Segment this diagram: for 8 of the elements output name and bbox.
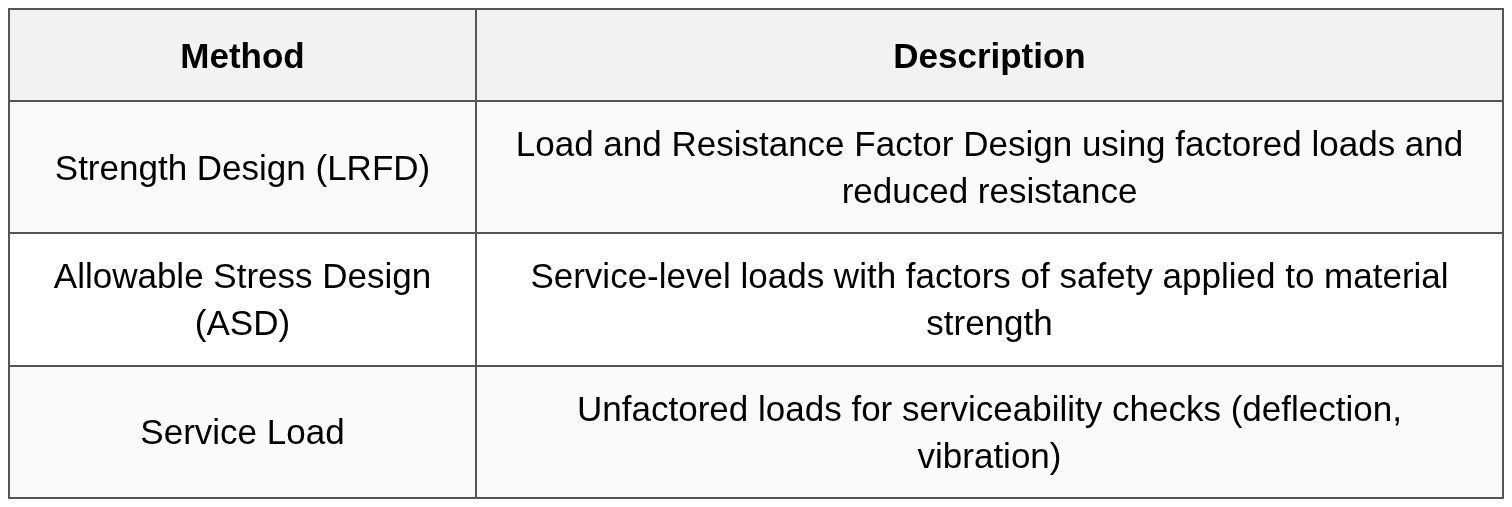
table-cell: Unfactored loads for serviceability checks (deflection, vibration) xyxy=(476,365,1503,498)
header-cell: Description xyxy=(476,9,1503,101)
header-cell: Method xyxy=(9,9,476,101)
table-cell: Load and Resistance Factor Design using factored loads and reduced resistance xyxy=(476,101,1503,234)
table-cell: Strength Design (LRFD) xyxy=(9,101,476,234)
table-cell: Allowable Stress Design (ASD) xyxy=(9,233,476,366)
table-cell: Service Load xyxy=(9,365,476,498)
table-cell: Service-level loads with factors of safety applied to material strength xyxy=(476,233,1503,366)
